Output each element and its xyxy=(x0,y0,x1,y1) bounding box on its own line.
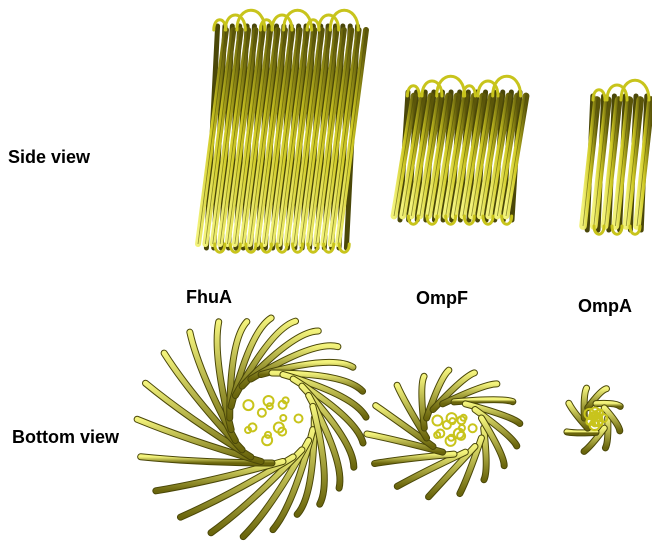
ompa-side-view xyxy=(583,80,651,234)
plug-coil xyxy=(280,415,286,421)
fhua-label: FhuA xyxy=(186,287,232,308)
periplasmic-turn xyxy=(293,244,303,252)
ompf-side-view xyxy=(394,76,526,224)
plug-coil xyxy=(243,400,253,410)
periplasmic-turn xyxy=(308,244,318,252)
ompf-bottom-view xyxy=(367,370,520,497)
plug-coil xyxy=(469,424,477,432)
plug-coil xyxy=(258,409,266,417)
side-view-label: Side view xyxy=(8,147,90,168)
ompf-label: OmpF xyxy=(416,288,468,309)
strand xyxy=(567,432,596,433)
bottom-view-label: Bottom view xyxy=(12,427,119,448)
ompa-label: OmpA xyxy=(578,296,632,317)
fhua-bottom-view xyxy=(137,318,366,537)
ompa-bottom-view xyxy=(567,388,620,451)
fhua-side-view xyxy=(198,10,366,252)
plug-coil xyxy=(449,418,455,424)
plug-coil xyxy=(448,435,454,441)
plug-coil xyxy=(432,416,442,426)
plug-coil xyxy=(295,414,303,422)
